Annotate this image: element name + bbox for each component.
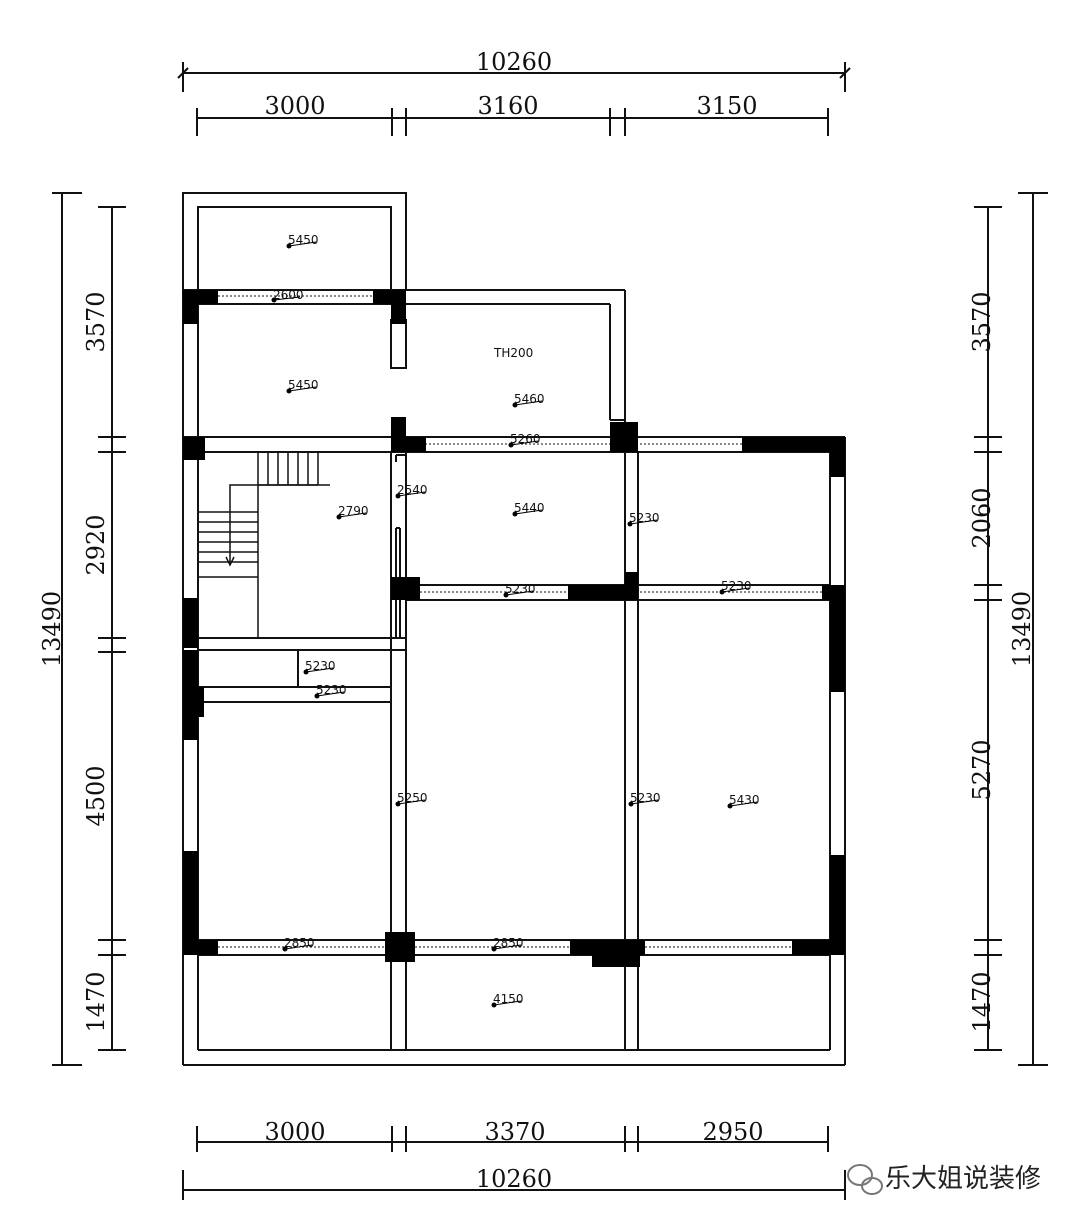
dimension-texts: 10260 3000 3160 3150 3000 3370 2950 1026… (38, 48, 1036, 1193)
elev-13: 5230 (303, 659, 336, 675)
elev-10: 5230 (627, 511, 660, 527)
svg-text:5260: 5260 (510, 432, 541, 446)
svg-text:5430: 5430 (729, 793, 760, 807)
elev-16: 5230 (628, 791, 661, 807)
wechat-icon (847, 1164, 883, 1195)
svg-text:5230: 5230 (305, 659, 336, 673)
elev-20: 4150 (491, 992, 524, 1008)
dim-left-seg-1: 3570 (82, 291, 110, 352)
dim-left-seg-4: 1470 (82, 971, 110, 1032)
svg-text:5230: 5230 (505, 582, 536, 596)
elev-11: 5230 (503, 582, 536, 598)
svg-text:2850: 2850 (284, 936, 315, 950)
dim-left-total: 13490 (38, 591, 66, 667)
elev-18: 2850 (282, 936, 315, 952)
svg-text:5230: 5230 (630, 791, 661, 805)
dim-left-seg-2: 2920 (82, 514, 110, 575)
svg-text:5460: 5460 (514, 392, 545, 406)
elev-1: 5450 (286, 233, 319, 249)
elev-14: 5230 (314, 683, 347, 699)
elev-8: 2790 (336, 504, 369, 520)
dim-top-seg-2: 3160 (477, 92, 538, 120)
elev-6: 5260 (508, 432, 541, 448)
dim-right-seg-3: 5270 (968, 739, 996, 800)
dim-top-total: 10260 (476, 48, 552, 76)
svg-text:TH200: TH200 (493, 346, 533, 360)
elev-7: 2540 (395, 483, 428, 499)
elev-12: 5230 (719, 579, 752, 595)
elev-9: 5440 (512, 501, 545, 517)
svg-text:5450: 5450 (288, 233, 319, 247)
svg-text:5250: 5250 (397, 791, 428, 805)
svg-text:2850: 2850 (493, 936, 524, 950)
elevation-markers: 5450 2600 5450 TH200 5460 5260 2540 2790… (271, 233, 760, 1008)
elev-2: 2600 (271, 288, 304, 303)
dim-top-seg-1: 3000 (264, 92, 325, 120)
dim-left-seg-3: 4500 (82, 765, 110, 826)
svg-text:5230: 5230 (629, 511, 660, 525)
elev-17: 5430 (727, 793, 760, 809)
svg-text:2790: 2790 (338, 504, 369, 518)
svg-text:5230: 5230 (316, 683, 347, 697)
svg-text:2600: 2600 (273, 288, 304, 302)
svg-text:5440: 5440 (514, 501, 545, 515)
svg-text:5230: 5230 (721, 579, 752, 593)
elev-5: 5460 (512, 392, 545, 408)
elev-15: 5250 (395, 791, 428, 807)
svg-text:2540: 2540 (397, 483, 428, 497)
walls (182, 192, 846, 1066)
dim-right-total: 13490 (1008, 591, 1036, 667)
staircase (198, 452, 330, 638)
elev-19: 2850 (491, 936, 524, 952)
dim-bottom-seg-1: 3000 (264, 1118, 325, 1146)
dim-top-seg-3: 3150 (696, 92, 757, 120)
watermark-text: 乐大姐说装修 (885, 1164, 1041, 1194)
svg-text:4150: 4150 (493, 992, 524, 1006)
elev-3: 5450 (286, 378, 319, 394)
dim-right-seg-4: 1470 (968, 971, 996, 1032)
dim-bottom-total: 10260 (476, 1165, 552, 1193)
dim-bottom-seg-3: 2950 (702, 1118, 763, 1146)
watermark: 乐大姐说装修 (847, 1164, 1041, 1195)
svg-text:5450: 5450 (288, 378, 319, 392)
dim-bottom-seg-2: 3370 (484, 1118, 545, 1146)
dim-right-seg-1: 3570 (968, 291, 996, 352)
elev-4: TH200 (493, 346, 533, 360)
dim-right-seg-2: 2060 (968, 487, 996, 548)
dimension-lines (52, 62, 1048, 1200)
columns (183, 290, 845, 967)
